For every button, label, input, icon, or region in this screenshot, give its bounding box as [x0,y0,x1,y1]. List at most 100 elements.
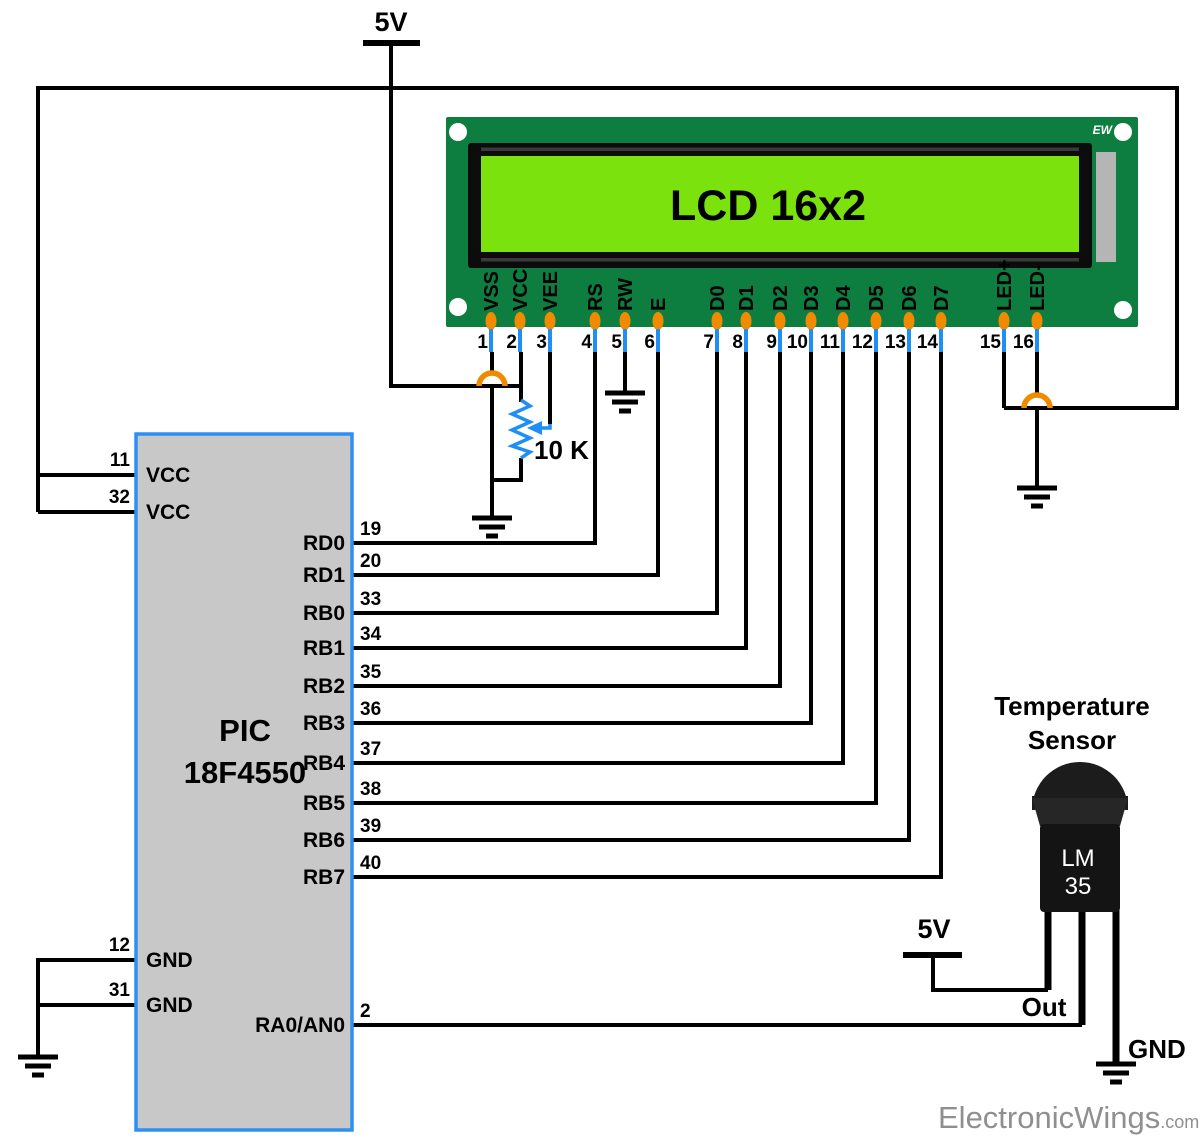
pic-pin-number: 20 [360,551,381,572]
wire-jumps [476,370,1053,409]
lcd-pin-label: VEE [540,271,562,311]
pin-pad-icon [514,312,526,330]
lcd-pin-label: D2 [770,285,792,311]
pic-pin-label: RD0 [303,532,345,555]
wire-5v-rail [36,86,1179,512]
wire-e-rd1 [352,352,660,577]
wire-rs-rd0 [352,352,597,545]
sensor-gnd-label: GND [1128,1034,1186,1064]
lcd-pin-label: E [648,298,670,311]
lcd-pin-label: D5 [866,285,888,311]
lcd-logo: EW [1093,123,1114,137]
lcd-pin-label: VCC [510,269,532,311]
pin-pad-icon [903,312,915,330]
mount-hole-icon [1114,123,1132,141]
pic-name-line2: 18F4550 [184,755,306,790]
ground-icon-pic [18,1054,58,1078]
sensor-title-line2: Sensor [1028,725,1116,755]
lcd-pin-number: 15 [980,332,1002,353]
lcd-pin-label: RW [615,278,637,311]
wire-jump-icon [1021,392,1053,409]
pic-pin-number: 34 [360,624,382,645]
pic-pin-number: 31 [109,980,131,1001]
watermark-suffix: .com [1160,1112,1199,1132]
mount-hole-icon [449,123,467,141]
lcd-pin-label: D0 [707,285,729,311]
pic-pin-number: 40 [360,853,381,874]
lcd-pin-numbers: 1 2 3 4 5 6 7 8 9 10 11 12 13 14 15 16 [477,332,1034,353]
pin-pad-icon [740,312,752,330]
lcd-pin-label: D7 [931,285,953,311]
lcd-pin-label: D1 [736,285,758,311]
wire-d0-rb0 [352,352,719,615]
lcd-pin-number: 10 [787,332,808,353]
mount-hole-icon [1114,301,1132,319]
pin-pad-icon [935,312,947,330]
pic-pin-label: RB5 [303,792,345,815]
pot-wiper-wire [540,424,552,430]
wire-d6-rb6 [352,352,911,842]
pic-pin-label: RB6 [303,829,345,852]
lcd-pin-labels: VSS VCC VEE RS RW E D0 D1 D2 D3 D4 D5 D6… [481,259,1049,311]
wire-pot-bottom [492,458,523,482]
pic-pin-label: RD1 [303,564,345,587]
ground-icon-rw [605,390,645,414]
ground-icon-ledminus [1017,485,1057,509]
watermark: ElectronicWings.com [938,1100,1199,1135]
pic-pin-number: 19 [360,519,381,540]
lcd-pin-number: 13 [885,332,906,353]
pin-pad-icon [711,312,723,330]
lm35-shoulder [1032,798,1128,826]
lcd-pin-label: VSS [481,271,503,311]
lm35-body [1040,824,1120,912]
lcd-pin-number: 7 [703,332,714,353]
pic-pin-number: 39 [360,816,381,837]
mount-hole-icon [449,298,467,316]
pic-pin-label: RB3 [303,712,345,735]
lcd-pin-number: 2 [506,332,517,353]
wires [36,40,1179,1055]
pin-pad-icon [837,312,849,330]
lcd-screen [481,156,1079,252]
lcd-pin-label: D6 [899,285,921,311]
lcd-pin-label: RS [585,283,607,311]
lcd-pin-label: LED+ [994,259,1016,311]
lcd-bezel-highlight [481,258,1079,262]
lcd-pin-label: D4 [833,285,855,311]
watermark-name: ElectronicWings [938,1100,1160,1135]
wire-d1-rb1 [352,352,748,650]
lcd-pin-number: 3 [536,332,547,353]
lm35-text-line1: LM [1061,845,1094,872]
ground-icon-vss [472,515,512,539]
pic-pin-label: RB2 [303,675,345,698]
lm35-sensor: Temperature Sensor LM 35 Out GND [994,691,1186,1064]
pic-pin-number: 11 [110,450,131,471]
pin-pad-icon [544,312,556,330]
lcd-pads [485,312,1043,330]
sensor-title-line1: Temperature [994,691,1150,721]
lcd-pin-number: 5 [611,332,622,353]
pic-pin-number: 36 [360,699,381,720]
lcd-connector-tab [1096,152,1116,262]
ground-icon-lm35 [1096,1061,1136,1085]
pic-pin-number: 12 [109,935,130,956]
pot-zigzag [507,398,535,460]
lcd-bezel-highlight [481,147,1079,151]
lcd-pin-number: 8 [732,332,743,353]
pot-wiper-arrow-icon [527,421,542,435]
potentiometer: 10 K [507,398,589,465]
pic-pin-label: RB7 [303,866,345,889]
sensor-out-label: Out [1022,992,1067,1022]
lcd-module: LCD 16x2 EW [446,117,1138,353]
pic-pin-label: GND [146,994,193,1017]
wire-sensor-5v [931,955,1048,992]
pic-pin-label: RA0/AN0 [255,1014,345,1037]
pin-pad-icon [652,312,664,330]
5v-label-top: 5V [374,7,407,37]
pic-pin-label: RB1 [303,637,345,660]
pin-pad-icon [485,312,497,330]
pic-pin-number: 2 [360,1001,371,1022]
wire-jump-icon [476,370,508,387]
